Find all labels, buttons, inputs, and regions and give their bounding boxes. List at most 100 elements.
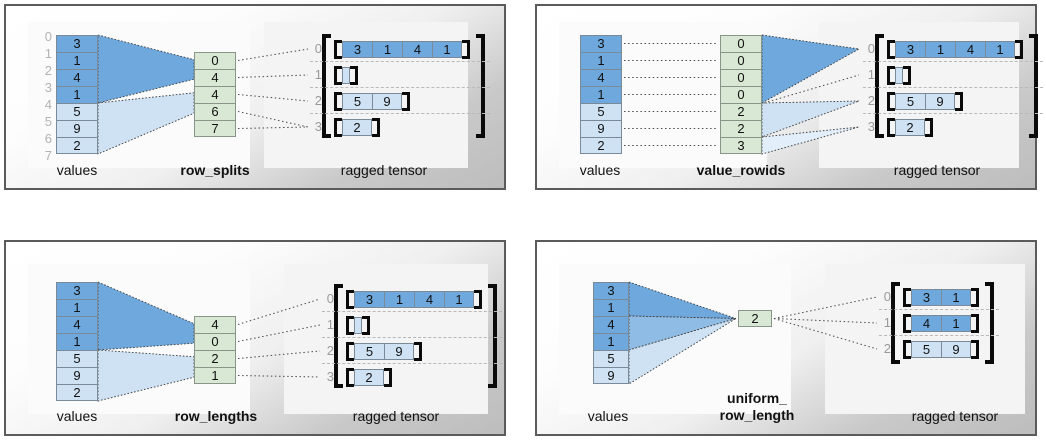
inner-bracket-left: [334, 92, 342, 111]
tensor-cell: 9: [372, 93, 402, 110]
tensor-row-index: 2: [867, 93, 875, 108]
tensor-cell: 2: [354, 369, 384, 386]
value-cell: 1: [580, 86, 622, 103]
tensor-row-index: 1: [314, 67, 322, 82]
value-index-label: 4: [44, 97, 52, 112]
tensor-cell: 3: [911, 289, 941, 306]
value-cell: 1: [56, 52, 98, 69]
row-separator: [322, 363, 502, 364]
row-separator: [863, 61, 1043, 62]
caption-ragged-tensor-value-rowids: ragged tensor: [893, 162, 981, 178]
partition-cell: 2: [720, 103, 762, 120]
tensor-row-index: 2: [883, 341, 891, 356]
value-cell: 9: [56, 367, 98, 384]
caption-values-uniform-row-length: values: [587, 408, 629, 424]
tensor-row-empty: [342, 67, 350, 84]
value-index-label: 5: [44, 114, 52, 129]
value-cell: 1: [56, 86, 98, 103]
tensor-cell: 4: [402, 41, 432, 58]
inner-bracket-left: [887, 66, 895, 85]
tensor-cell: 1: [444, 291, 474, 308]
tensor-cell: 3: [354, 291, 384, 308]
tensor-cell: 2: [342, 119, 372, 136]
inner-bracket-left: [903, 288, 911, 307]
inner-bracket-right: [903, 66, 911, 85]
outer-bracket-right-uniform-row-length: [985, 282, 994, 364]
value-cell: 5: [580, 103, 622, 120]
partition-cell: 1: [194, 367, 236, 384]
tensor-cell: 4: [955, 41, 985, 58]
partition-cell: 0: [194, 333, 236, 350]
tensor-cell: 5: [911, 341, 941, 358]
value-cell: 1: [56, 333, 98, 350]
value-cell: 1: [580, 52, 622, 69]
tensor-row-empty: [354, 317, 362, 334]
outer-bracket-left-row-splits: [322, 34, 331, 138]
outer-bracket-left-uniform-row-length: [891, 282, 900, 364]
tensor-row-index: 3: [314, 119, 322, 134]
tensor-cell: 3: [895, 41, 925, 58]
partition-cell: 2: [194, 350, 236, 367]
caption-partition-value-rowids: value_rowids: [696, 162, 786, 178]
value-cell: 2: [56, 384, 98, 401]
tensor-row-index: 0: [314, 41, 322, 56]
value-index-label: 3: [44, 80, 52, 95]
tensor-cell: 1: [941, 289, 971, 306]
tensor-cell: 1: [985, 41, 1015, 58]
tensor-cell: 9: [925, 93, 955, 110]
inner-bracket-left: [334, 40, 342, 59]
partition-cell: 7: [194, 120, 236, 137]
tensor-row-index: 0: [326, 291, 334, 306]
inner-bracket-right: [971, 314, 979, 333]
value-cell: 1: [56, 299, 98, 316]
tensor-cell: 5: [354, 343, 384, 360]
tensor-cell: 1: [432, 41, 462, 58]
partition-cell: 2: [738, 310, 772, 327]
value-cell: 3: [580, 35, 622, 52]
partition-cell: 3: [720, 137, 762, 154]
tensor-cell: 1: [925, 41, 955, 58]
value-cell: 4: [593, 316, 629, 333]
value-index-label: 7: [44, 148, 52, 163]
value-index-label: 0: [44, 29, 52, 44]
tensor-cell: 4: [414, 291, 444, 308]
inner-bracket-right: [402, 92, 410, 111]
partition-cell: 0: [720, 35, 762, 52]
caption-ragged-tensor-uniform-row-length: ragged tensor: [911, 408, 999, 424]
inner-bracket-left: [346, 316, 354, 335]
inner-bracket-right: [350, 66, 358, 85]
value-cell: 4: [56, 69, 98, 86]
tensor-row-index: 1: [326, 317, 334, 332]
tensor-row-index: 0: [867, 41, 875, 56]
tensor-row-index: 2: [314, 93, 322, 108]
value-index-label: 1: [44, 46, 52, 61]
value-cell: 4: [580, 69, 622, 86]
outer-bracket-right-value-rowids: [1029, 34, 1038, 138]
value-cell: 3: [593, 282, 629, 299]
inner-bracket-left: [887, 40, 895, 59]
row-separator: [879, 335, 999, 336]
inner-bracket-left: [887, 92, 895, 111]
inner-bracket-right: [372, 118, 380, 137]
inner-bracket-left: [887, 118, 895, 137]
value-cell: 9: [580, 120, 622, 137]
inner-bracket-left: [346, 368, 354, 387]
caption-ragged-tensor-row-lengths: ragged tensor: [352, 408, 440, 424]
row-separator: [310, 87, 490, 88]
caption-values-value-rowids: values: [579, 162, 621, 178]
outer-bracket-left-row-lengths: [334, 284, 343, 388]
row-separator: [310, 113, 490, 114]
partition-cell: 2: [720, 120, 762, 137]
value-cell: 5: [56, 350, 98, 367]
inner-bracket-right: [462, 40, 470, 59]
caption-partition-row-splits: row_splits: [180, 162, 250, 178]
